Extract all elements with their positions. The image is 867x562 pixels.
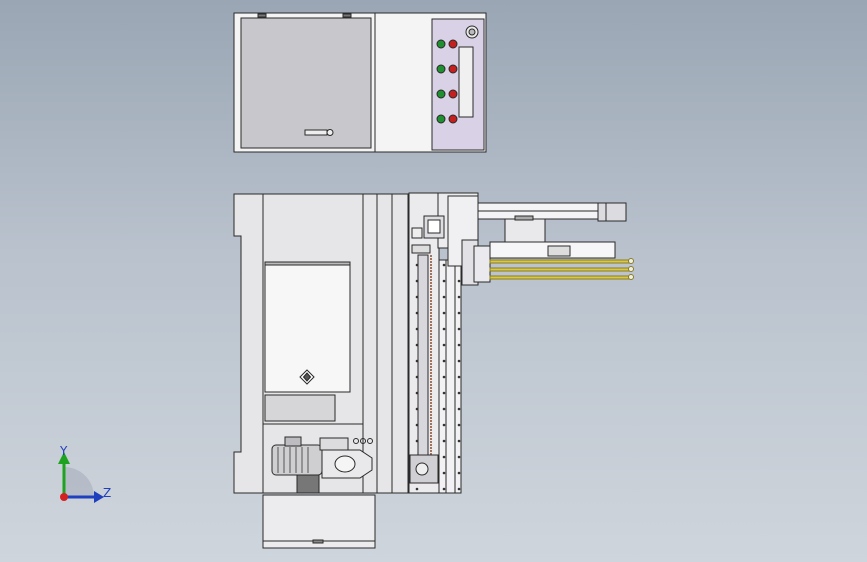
bolt-icon [415, 407, 419, 411]
green-button-icon [436, 39, 446, 49]
electrical-cabinet [233, 12, 487, 153]
red-button-icon [448, 114, 458, 124]
guide-rails [489, 258, 634, 280]
bolt-icon [415, 391, 419, 395]
bolt-icon [457, 391, 461, 395]
control-panel [431, 18, 485, 151]
bolt-icon [415, 359, 419, 363]
bolt-icon [415, 279, 419, 283]
bolt-icon [442, 343, 446, 347]
motor-pump-assembly [271, 436, 373, 494]
guide-rail-lower [489, 275, 631, 280]
bolt-icon [415, 343, 419, 347]
y-axis-label: Y [59, 444, 68, 458]
bolt-icon [457, 375, 461, 379]
red-button-icon [448, 89, 458, 99]
bolt-icon [457, 423, 461, 427]
panel-button-pair [436, 64, 458, 74]
bolt-icon [415, 295, 419, 299]
bolt-icon [442, 407, 446, 411]
panel-button-pair [436, 89, 458, 99]
bolt-icon [415, 423, 419, 427]
bolt-icon [442, 455, 446, 459]
bolt-icon [457, 439, 461, 443]
coordinate-triad: Y Z [58, 444, 111, 503]
door-handle [304, 129, 328, 136]
display-screen [458, 46, 474, 118]
vertical-column [408, 192, 462, 494]
bolt-icon [457, 455, 461, 459]
red-button-icon [448, 64, 458, 74]
bolt-icon [457, 343, 461, 347]
bolt-icon [457, 279, 461, 283]
guide-rail-upper [489, 259, 631, 264]
bolt-icon [457, 295, 461, 299]
bolt-icon [457, 311, 461, 315]
z-axis-label: Z [103, 486, 111, 500]
origin-point [60, 493, 68, 501]
bolt-icon [442, 295, 446, 299]
bolt-icon [457, 407, 461, 411]
servo-motor [597, 202, 627, 222]
view-rotation-arc-icon [64, 467, 94, 497]
green-button-icon [436, 114, 446, 124]
bolt-icon [415, 375, 419, 379]
bolt-icon [442, 327, 446, 331]
bolt-icon [457, 327, 461, 331]
cabinet-door [240, 17, 372, 149]
bolt-icon [457, 487, 461, 491]
bolt-icon [457, 359, 461, 363]
bolt-icon [442, 375, 446, 379]
panel-button-pair [436, 39, 458, 49]
bolt-icon [442, 359, 446, 363]
bolt-icon [442, 439, 446, 443]
bolt-icon [442, 471, 446, 475]
hopper-base [264, 394, 336, 422]
guide-rail-middle [489, 267, 631, 272]
electric-motor [271, 444, 323, 476]
bolt-icon [457, 471, 461, 475]
machine-frame [233, 193, 409, 494]
bolt-icon [415, 327, 419, 331]
green-button-icon [436, 89, 446, 99]
red-button-icon [448, 39, 458, 49]
green-button-icon [436, 64, 446, 74]
manipulator-arm [423, 192, 627, 286]
panel-button-pair [436, 114, 458, 124]
bolt-icon [442, 487, 446, 491]
bolt-icon [442, 263, 446, 267]
bolt-icon [415, 439, 419, 443]
bolt-icon [415, 487, 419, 491]
bottom-drawer [262, 494, 376, 549]
bolt-icon [442, 279, 446, 283]
bolt-icon [442, 311, 446, 315]
bolt-icon [442, 423, 446, 427]
bolt-icon [415, 263, 419, 267]
bolt-icon [442, 391, 446, 395]
bolt-icon [415, 311, 419, 315]
